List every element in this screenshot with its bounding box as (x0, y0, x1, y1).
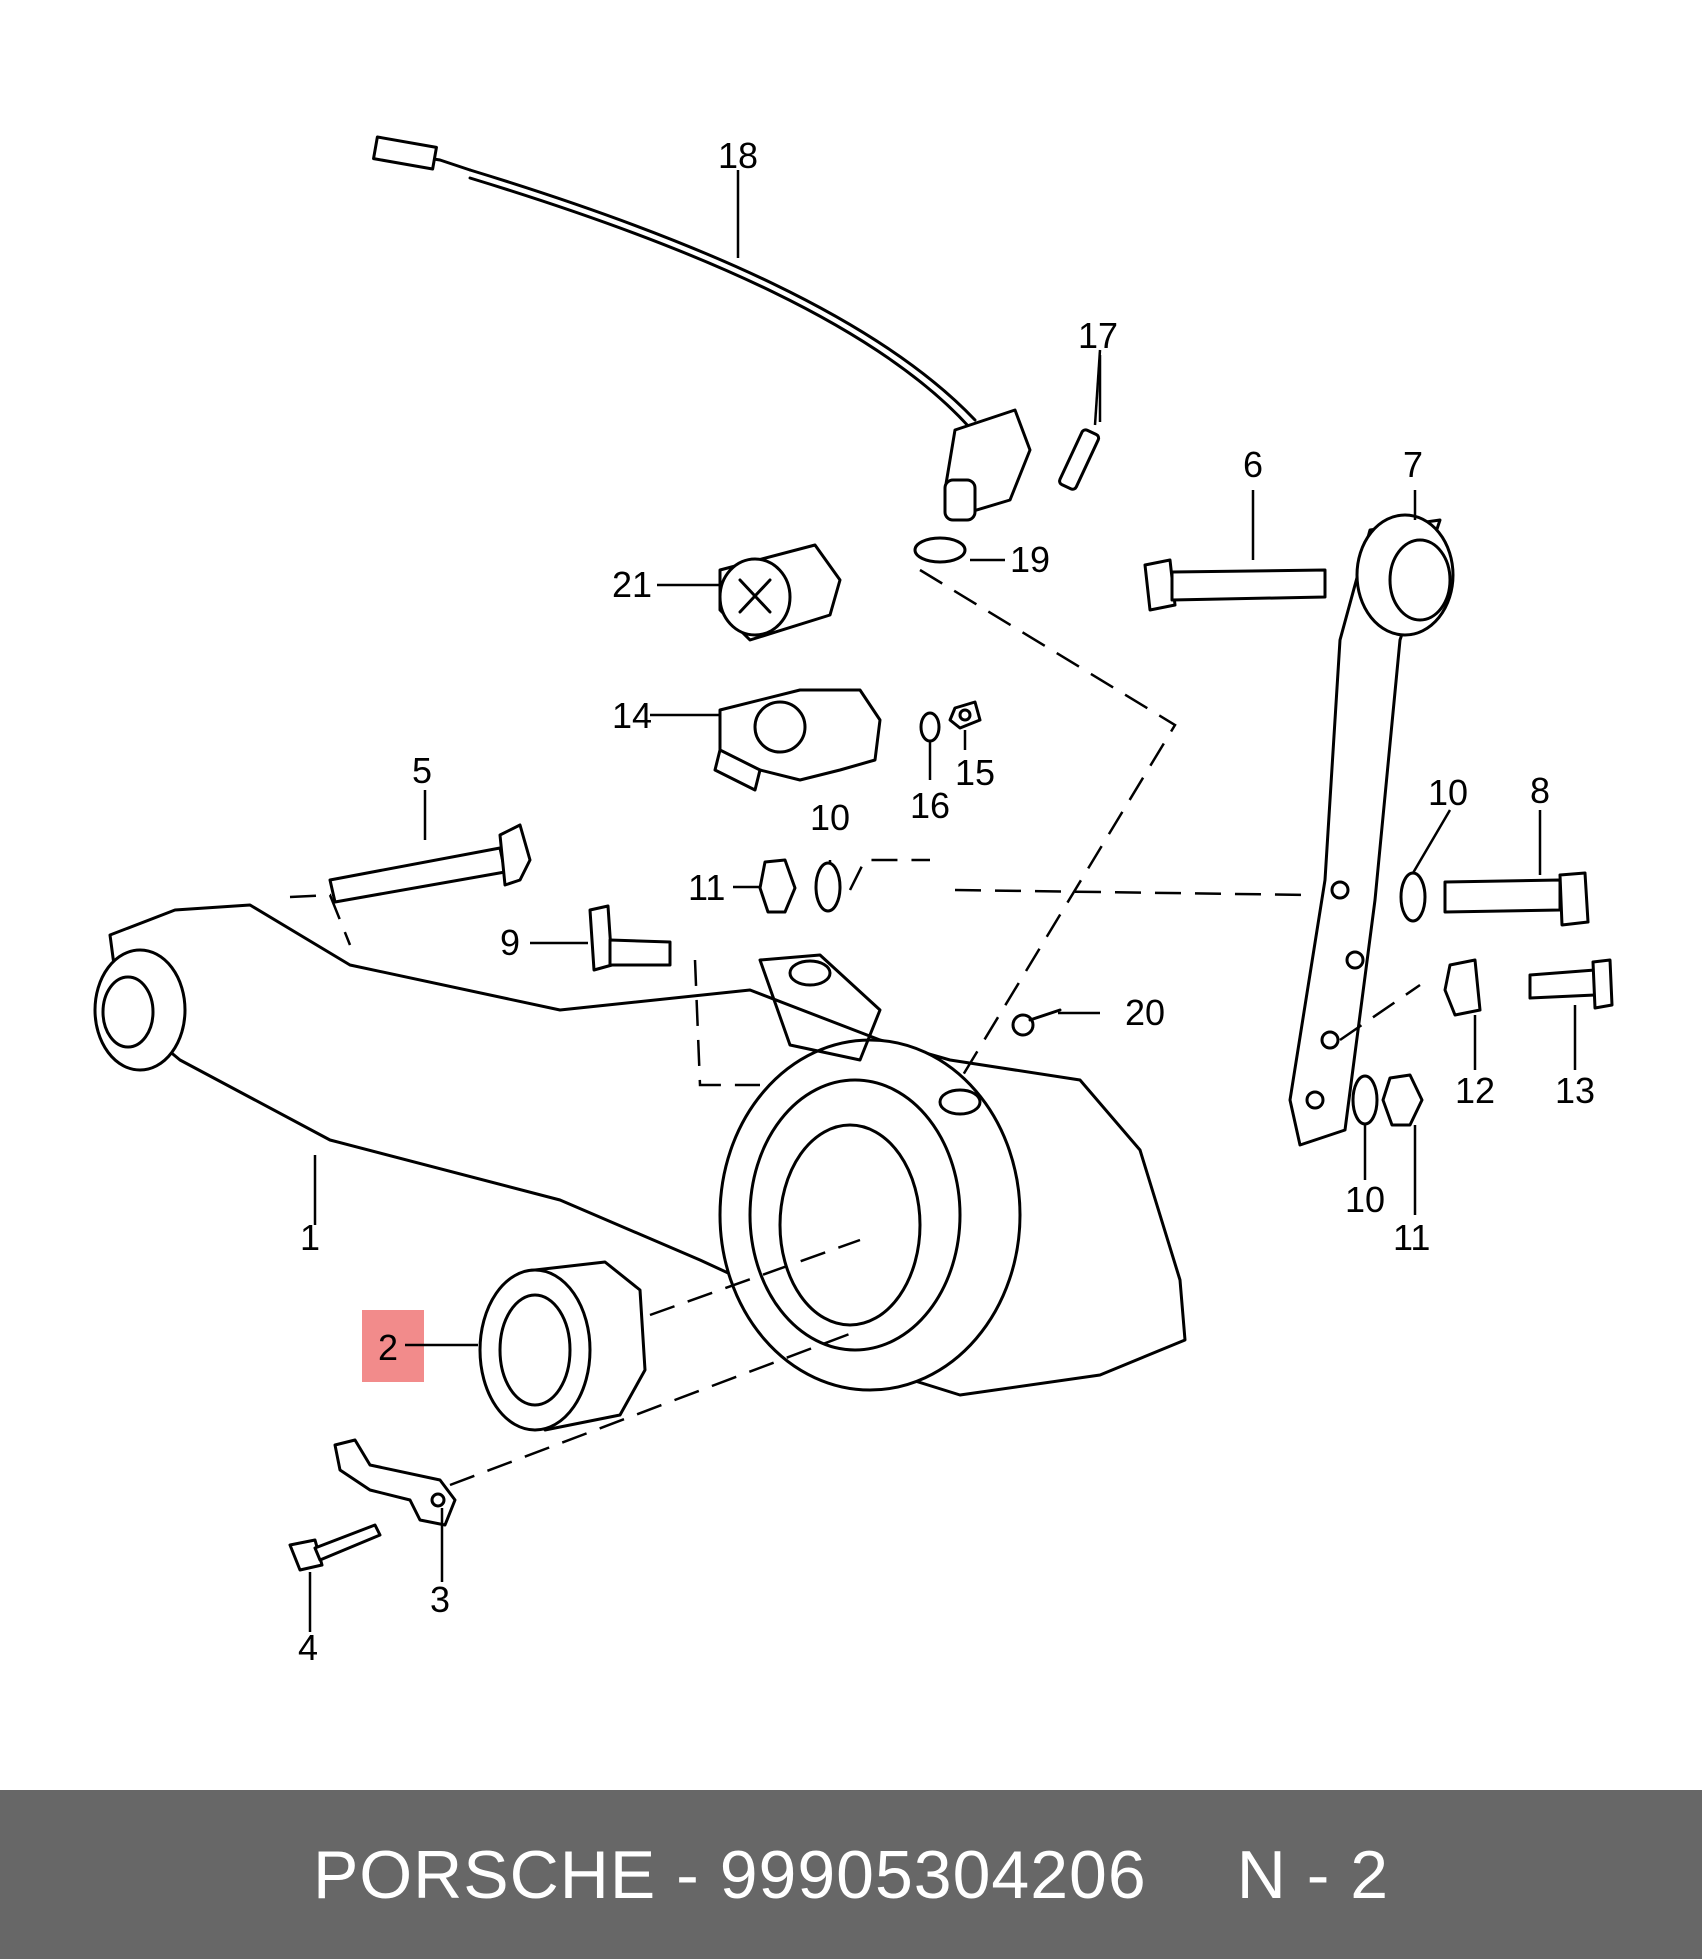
footer-part-number: 99905304206 (719, 1836, 1147, 1913)
callout-8: 8 (1530, 770, 1550, 811)
callout-17: 17 (1078, 315, 1118, 356)
callout-1: 1 (300, 1217, 320, 1258)
nut-11-right (1381, 1073, 1424, 1127)
washer-10-left (814, 861, 842, 913)
callout-20: 20 (1125, 992, 1165, 1033)
footer-bar: PORSCHE - 99905304206 N - 2 (0, 1790, 1702, 1959)
assembly-lines (289, 568, 1421, 1487)
callout-3: 3 (430, 1579, 450, 1620)
callout-4: 4 (298, 1627, 318, 1668)
callout-14: 14 (612, 695, 652, 736)
bolt-6 (1143, 558, 1327, 612)
callout-15: 15 (955, 752, 995, 793)
bolt-9 (588, 904, 672, 972)
parts-diagram: 1 2 3 4 5 6 7 8 9 10 10 10 11 11 12 13 1… (93, 135, 1614, 1668)
callout-13: 13 (1555, 1070, 1595, 1111)
trailing-arm (93, 903, 1187, 1397)
footer-gap (700, 1836, 720, 1914)
speed-sensor-cable (372, 135, 977, 430)
callout-11-right: 11 (1393, 1217, 1430, 1258)
callout-10-right-bottom: 10 (1345, 1179, 1385, 1220)
toe-link (1288, 513, 1455, 1147)
nut-15 (948, 700, 982, 730)
screw-20 (1011, 1008, 1062, 1037)
sensor-o-ring (913, 536, 967, 564)
callout-10-right-top: 10 (1428, 772, 1468, 813)
bolt-4 (288, 1523, 382, 1572)
washer-10-right-bottom (1351, 1074, 1379, 1126)
bolt-5 (328, 823, 532, 904)
speed-sensor (943, 408, 1032, 522)
callout-12: 12 (1455, 1070, 1495, 1111)
washer-10-right-top (1399, 871, 1427, 923)
callout-6: 6 (1243, 444, 1263, 485)
stabilizer-bracket (713, 688, 882, 792)
callout-21: 21 (612, 564, 652, 605)
callout-18: 18 (718, 135, 758, 176)
leader-lines (308, 170, 1577, 1632)
footer-gap (656, 1836, 676, 1914)
bolt-8 (1443, 871, 1590, 927)
footer-brand: PORSCHE (312, 1836, 657, 1913)
washer-16 (919, 711, 941, 743)
nut-11-left (758, 858, 797, 914)
callout-9: 9 (500, 922, 520, 963)
footer-position-label: N - 2 (1236, 1836, 1390, 1913)
sensor-screw (1058, 428, 1101, 491)
retaining-plate (333, 1438, 457, 1527)
callout-11-left: 11 (688, 867, 725, 908)
callout-2: 2 (378, 1327, 398, 1368)
callout-7: 7 (1403, 444, 1423, 485)
nut-12 (1443, 958, 1482, 1017)
callout-5: 5 (412, 750, 432, 791)
wheel-bearing (478, 1260, 647, 1432)
callout-16: 16 (910, 785, 950, 826)
callout-10-left: 10 (810, 797, 850, 838)
bolt-13 (1528, 958, 1614, 1010)
callout-19: 19 (1010, 539, 1050, 580)
footer-separator: - (676, 1836, 700, 1913)
stabilizer-bushing (718, 543, 842, 642)
